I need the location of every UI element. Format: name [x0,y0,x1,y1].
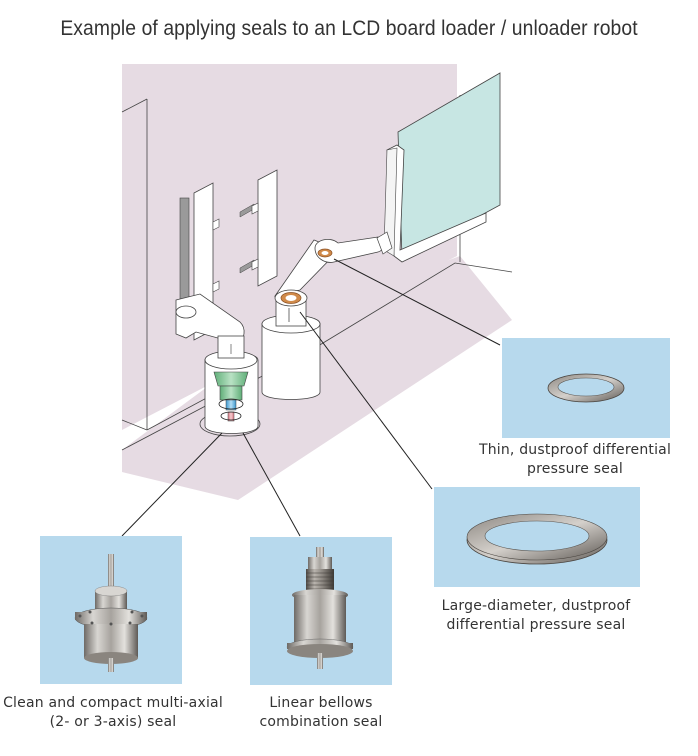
caption-multi-axial-seal: Clean and compact multi-axial (2- or 3-a… [0,694,226,732]
bellows-seal-icon [286,547,354,669]
caption-line: (2- or 3-axis) seal [49,714,177,730]
caption-line: Linear bellows [269,695,373,711]
product-image-multi-axial-seal [40,536,182,684]
right-robot-arm [261,231,393,400]
caption-line: combination seal [259,714,383,730]
product-image-linear-bellows-seal [250,537,392,685]
multi-axial-seal-icon [74,554,148,672]
glass-board [383,72,501,263]
caption-line: Clean and compact multi-axial [3,695,223,711]
caption-line: pressure seal [527,461,623,477]
seal-ring-icon [466,513,608,565]
caption-large-diameter-seal: Large-diameter, dustproof differential p… [418,597,654,635]
caption-line: Thin, dustproof differential [478,442,672,458]
caption-linear-bellows-seal: Linear bellows combination seal [236,694,406,732]
caption-thin-dustproof-seal: Thin, dustproof differential pressure se… [452,441,698,479]
product-image-large-diameter-seal [434,487,640,587]
seal-ring-icon [547,373,625,403]
back-wall [122,64,457,430]
left-robot-arm [175,293,261,437]
caption-line: Large-diameter, dustproof [441,598,631,614]
product-image-thin-dustproof-seal [502,338,670,438]
caption-line: differential pressure seal [446,617,626,633]
leader-lines [121,258,501,537]
page-title: Example of applying seals to an LCD boar… [60,17,638,40]
